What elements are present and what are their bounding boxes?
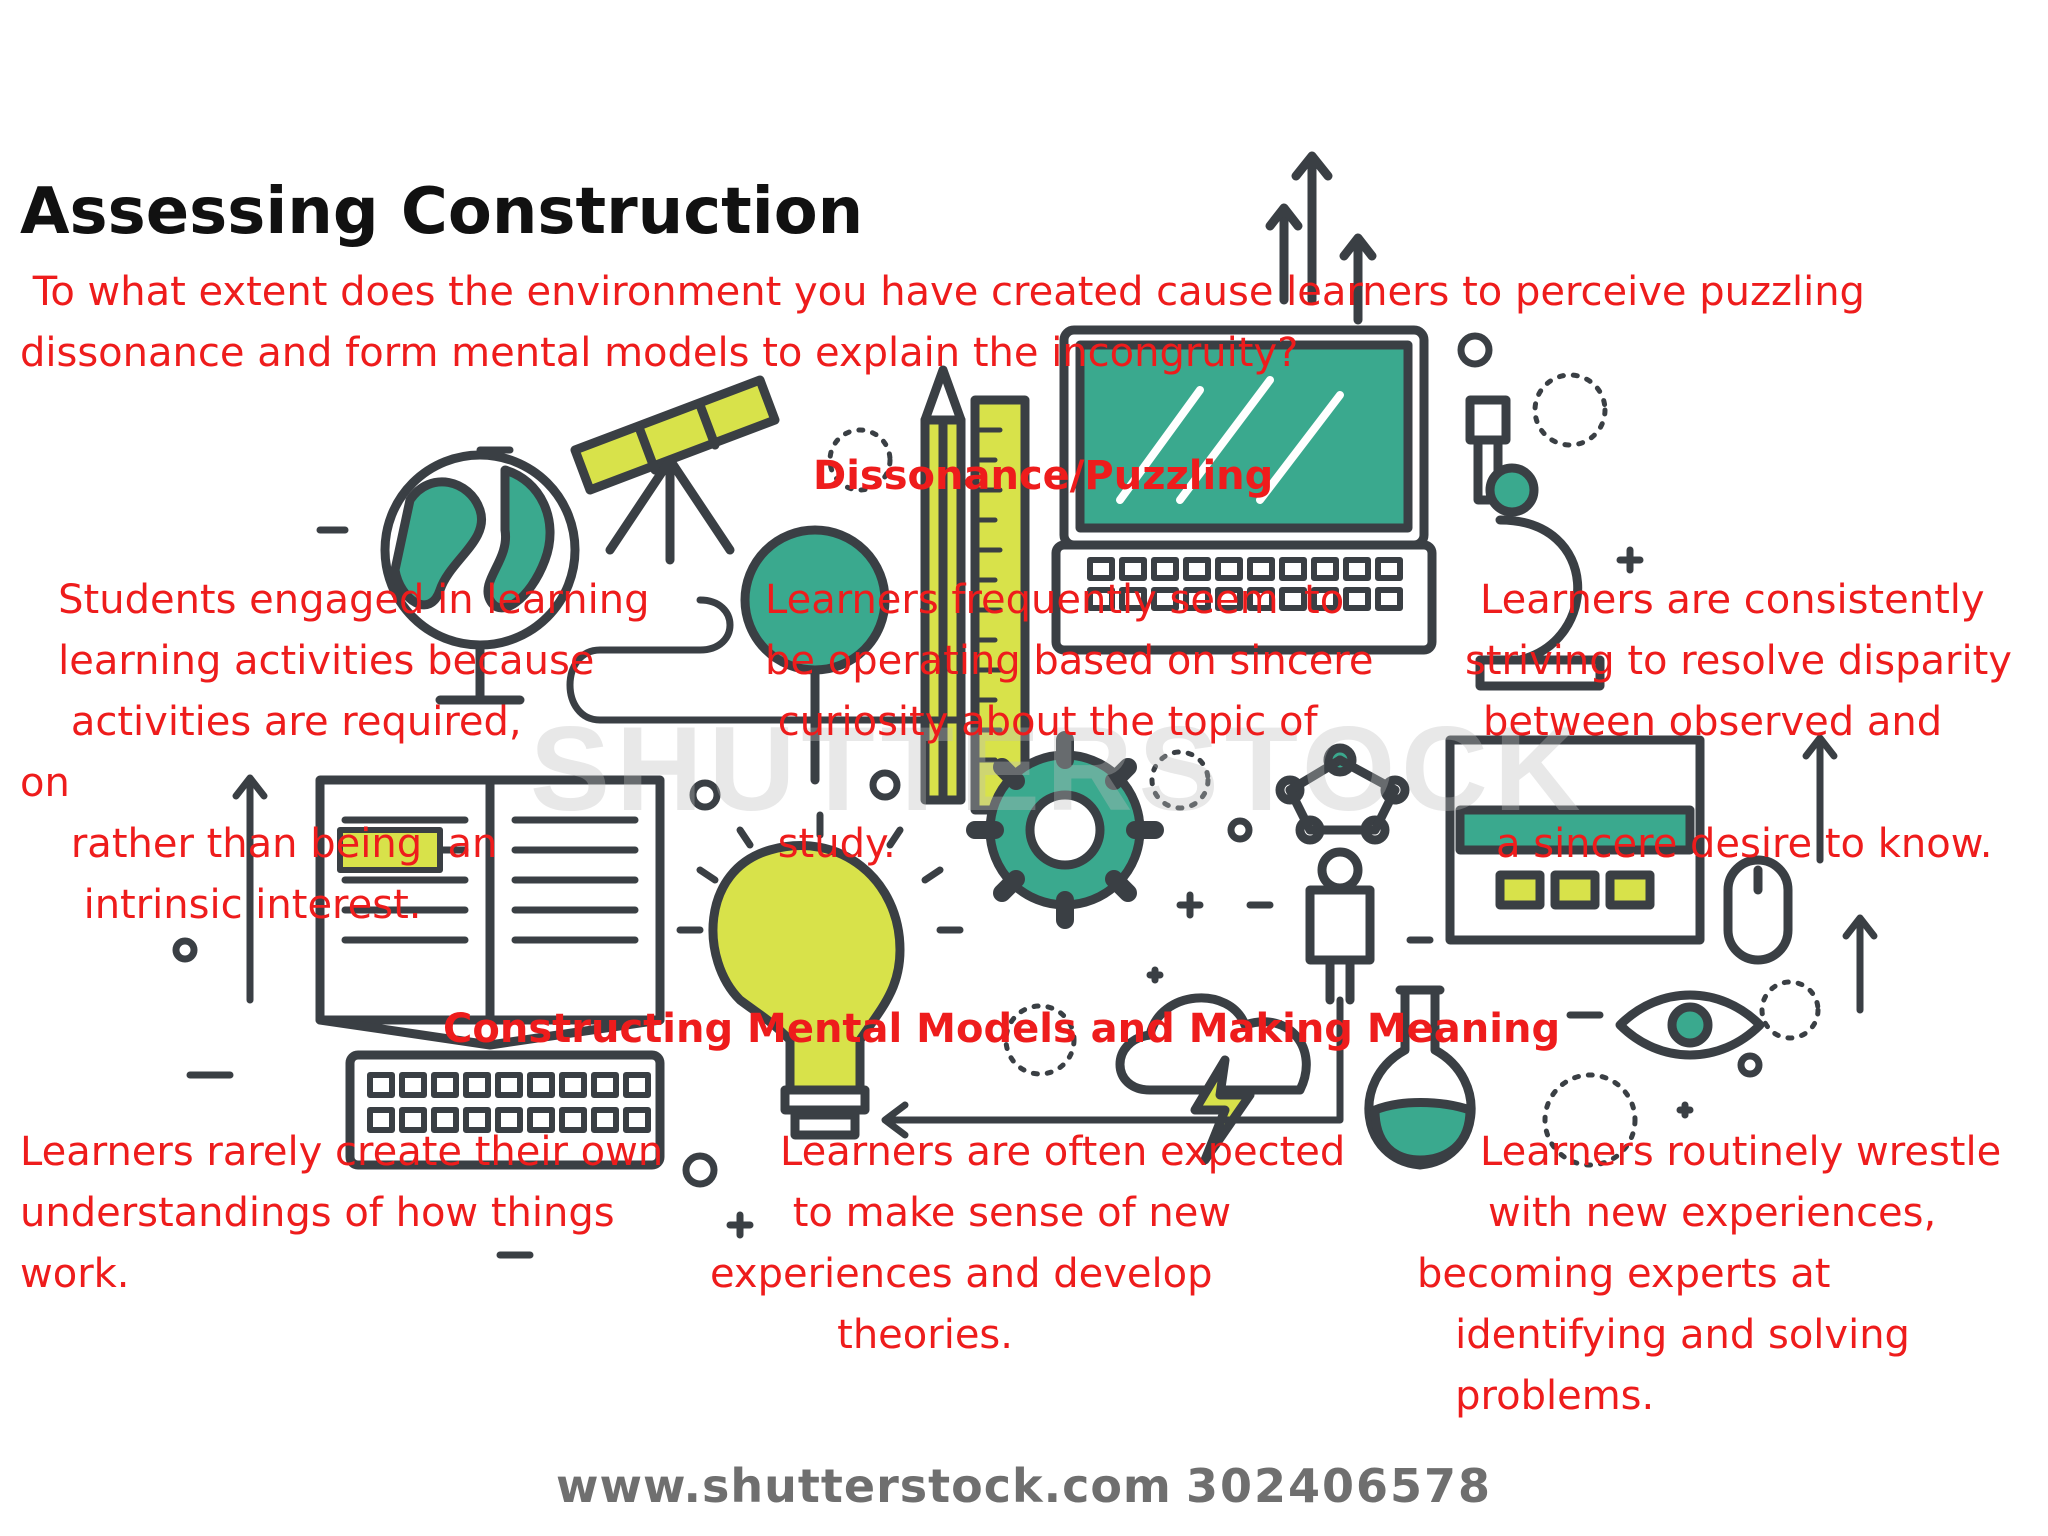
text-line: learning activities because bbox=[20, 638, 595, 684]
network-icon bbox=[1275, 743, 1410, 1005]
text-line: rather than being an bbox=[20, 821, 498, 867]
text-line: Learners frequently seem to bbox=[765, 577, 1345, 623]
text-line: between observed and bbox=[1483, 699, 1943, 745]
flask-icon bbox=[1364, 985, 1476, 1170]
text-line: theories. bbox=[710, 1312, 1013, 1358]
slide-title: Assessing Construction bbox=[20, 175, 864, 249]
text-line: work. bbox=[20, 1251, 130, 1297]
globe-icon bbox=[380, 450, 580, 705]
question-line-1: To what extent does the environment you … bbox=[20, 269, 1865, 315]
watermark-image-id: 302406578 bbox=[1186, 1459, 1493, 1513]
section-heading-dissonance: Dissonance/Puzzling bbox=[813, 453, 1274, 499]
lightbulb-icon bbox=[676, 811, 964, 1140]
telescope-icon bbox=[570, 375, 780, 565]
text-line: Learners are often expected bbox=[780, 1129, 1346, 1175]
pencil-icon bbox=[920, 365, 966, 805]
arrow-up-icon bbox=[1265, 151, 1377, 325]
text-line: study. bbox=[765, 821, 896, 867]
laptop-icon bbox=[1051, 325, 1437, 655]
text-line: identifying and solving bbox=[1417, 1312, 1910, 1358]
text-line: becoming experts at bbox=[1417, 1251, 1831, 1297]
text-line: striving to resolve disparity bbox=[1465, 638, 2012, 684]
text-line: curiosity about the topic of bbox=[765, 699, 1318, 745]
watermark-logo: SHUTTERSTOCK bbox=[530, 702, 1587, 836]
ruler-icon bbox=[970, 395, 1030, 815]
question-line-2: dissonance and form mental models to exp… bbox=[20, 330, 1299, 376]
text-line: on bbox=[20, 760, 70, 806]
text-line: be operating based on sincere bbox=[765, 638, 1374, 684]
watermark-separator: · bbox=[1140, 1459, 1155, 1513]
text-line: understandings of how things bbox=[20, 1190, 615, 1236]
gear-icon bbox=[966, 731, 1164, 929]
text-line: with new experiences, bbox=[1488, 1190, 1937, 1236]
text-line: experiences and develop bbox=[710, 1251, 1213, 1297]
text-line: Students engaged in learning bbox=[20, 577, 650, 623]
book-icon bbox=[315, 775, 665, 1050]
text-line: Learners routinely wrestle bbox=[1480, 1129, 2002, 1175]
text-line: activities are required, bbox=[20, 699, 522, 745]
text-line: to make sense of new bbox=[780, 1190, 1232, 1236]
magnifier-icon bbox=[740, 525, 890, 785]
cloud-icon bbox=[1115, 993, 1311, 1095]
text-line: intrinsic interest. bbox=[20, 882, 422, 928]
eye-icon bbox=[1615, 990, 1765, 1060]
watermark-url: www.shutterstock.com bbox=[556, 1459, 1172, 1513]
text-line: Learners are consistently bbox=[1480, 577, 1985, 623]
section-heading-mental-models: Constructing Mental Models and Making Me… bbox=[443, 1006, 1561, 1052]
dashboard-icon bbox=[1445, 735, 1705, 945]
lightning-icon bbox=[1190, 1055, 1255, 1165]
keyboard-icon bbox=[345, 1050, 665, 1170]
text-line: Learners rarely create their own bbox=[20, 1129, 664, 1175]
mouse-icon bbox=[1723, 855, 1793, 965]
text-line: a sincere desire to know. bbox=[1496, 821, 1993, 867]
text-line: problems. bbox=[1417, 1373, 1655, 1419]
microscope-icon bbox=[1465, 395, 1605, 691]
